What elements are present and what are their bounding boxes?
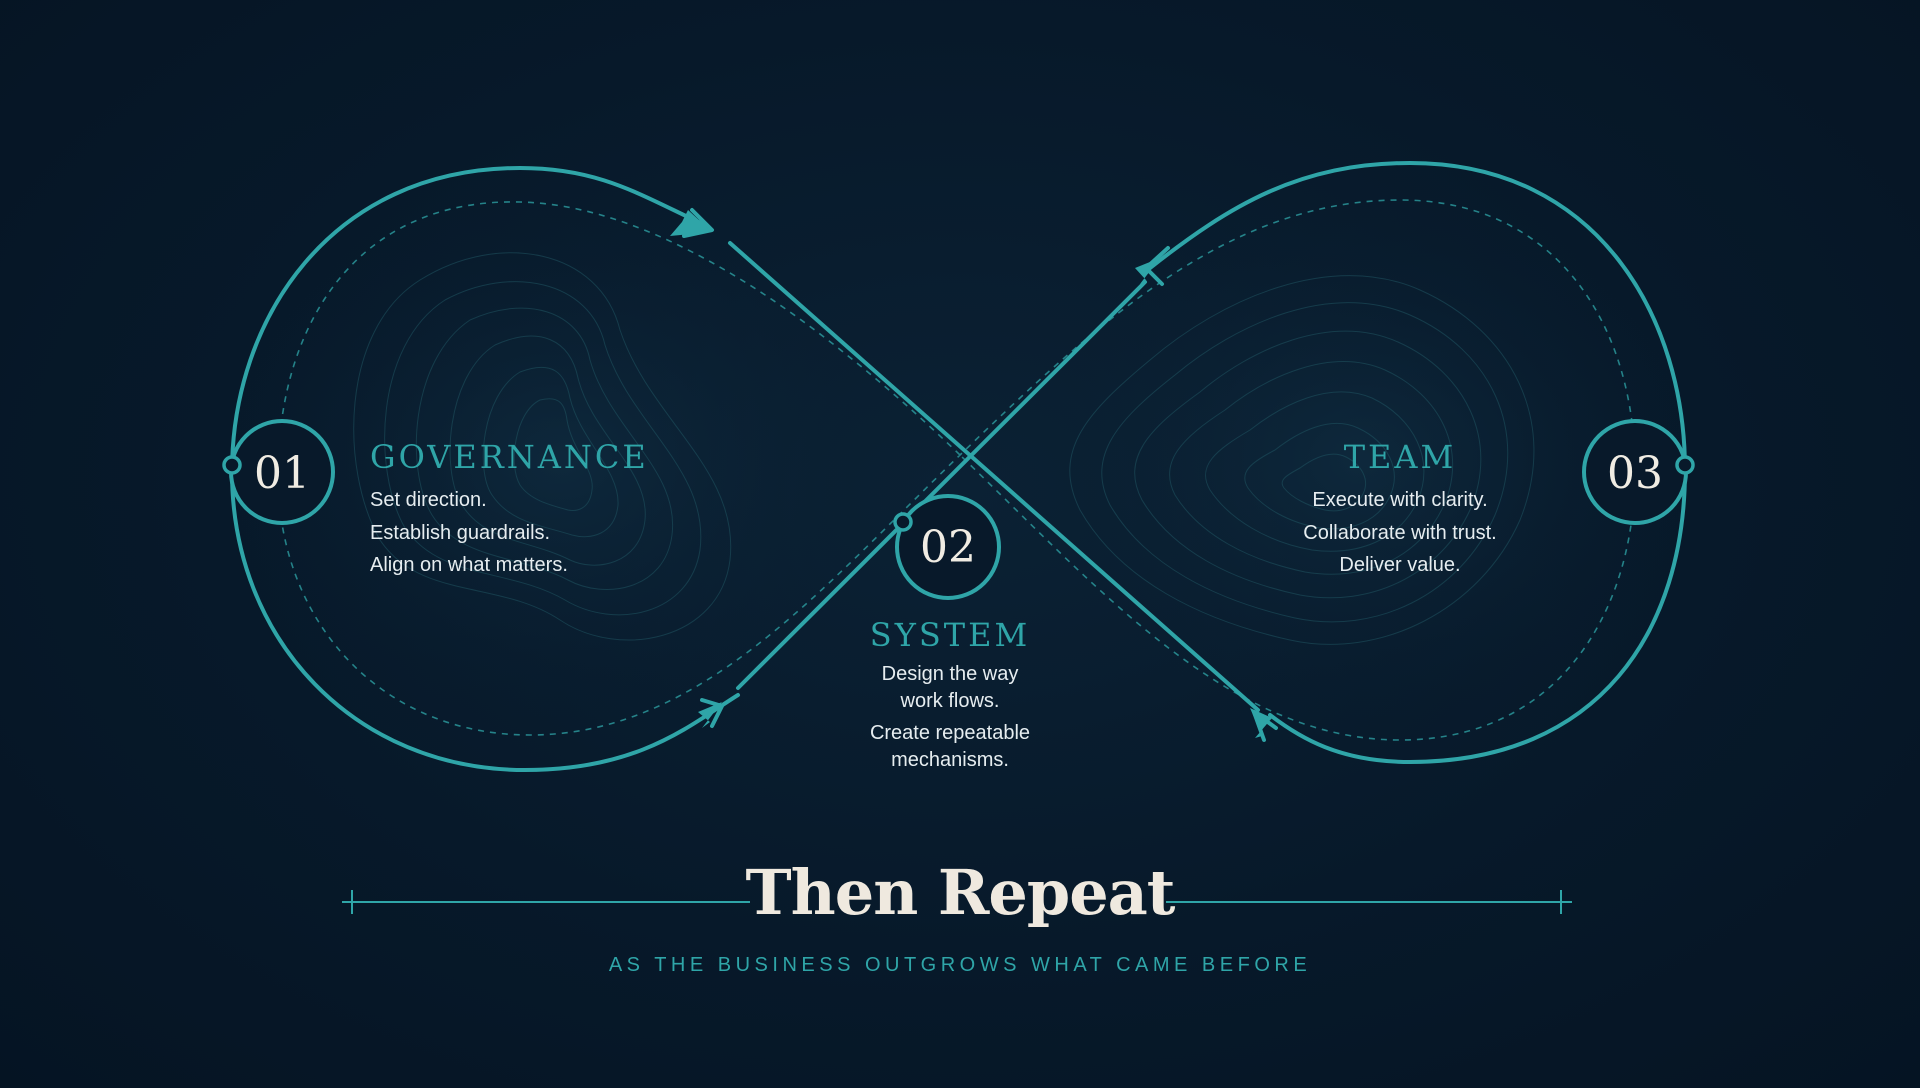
connector-dot-icon (1675, 455, 1695, 475)
governance-line: Set direction. (370, 489, 487, 511)
team-line: Deliver value. (1339, 554, 1461, 576)
governance-line: Align on what matters. (370, 554, 568, 576)
node-number-01: 01 (254, 448, 310, 499)
governance-description: Set direction. Establish guardrails. Ali… (370, 484, 568, 582)
system-line: Create repeatable (869, 722, 1031, 744)
connector-dot-icon (222, 455, 242, 475)
team-title: TEAM (1343, 438, 1457, 476)
left-loop-glow (230, 200, 890, 720)
flow-arrow-heads (682, 208, 1278, 742)
node-circle-03 (1582, 419, 1695, 525)
node-number-03: 03 (1607, 448, 1663, 499)
team-description: Execute with clarity. Collaborate with t… (1250, 484, 1550, 582)
governance-title: GOVERNANCE (370, 438, 649, 476)
connector-dot-icon (893, 512, 913, 532)
system-line: mechanisms. (891, 749, 1009, 771)
node-number-02: 02 (920, 522, 976, 573)
headline-then-repeat: Then Repeat (745, 856, 1176, 929)
right-loop-glow (1030, 200, 1690, 720)
inner-dashed-loop (277, 199, 1636, 741)
subline-caption: AS THE BUSINESS OUTGROWS WHAT CAME BEFOR… (608, 954, 1312, 976)
system-line: work flows. (900, 690, 1000, 712)
system-title: SYSTEM (869, 616, 1031, 654)
system-line: Design the way (881, 663, 1019, 685)
left-topographic-texture (353, 252, 732, 641)
governance-line: Establish guardrails. (370, 521, 551, 544)
node-circle-01 (222, 419, 335, 525)
footer-rule-right (1166, 890, 1572, 914)
node-circle-02 (893, 494, 1001, 600)
system-description: Design the way work flows. Create repeat… (0, 661, 1900, 774)
footer-rule-left (342, 890, 750, 914)
team-line: Collaborate with trust. (1303, 521, 1497, 544)
team-line: Execute with clarity. (1312, 489, 1488, 511)
right-topographic-texture (1069, 275, 1535, 645)
